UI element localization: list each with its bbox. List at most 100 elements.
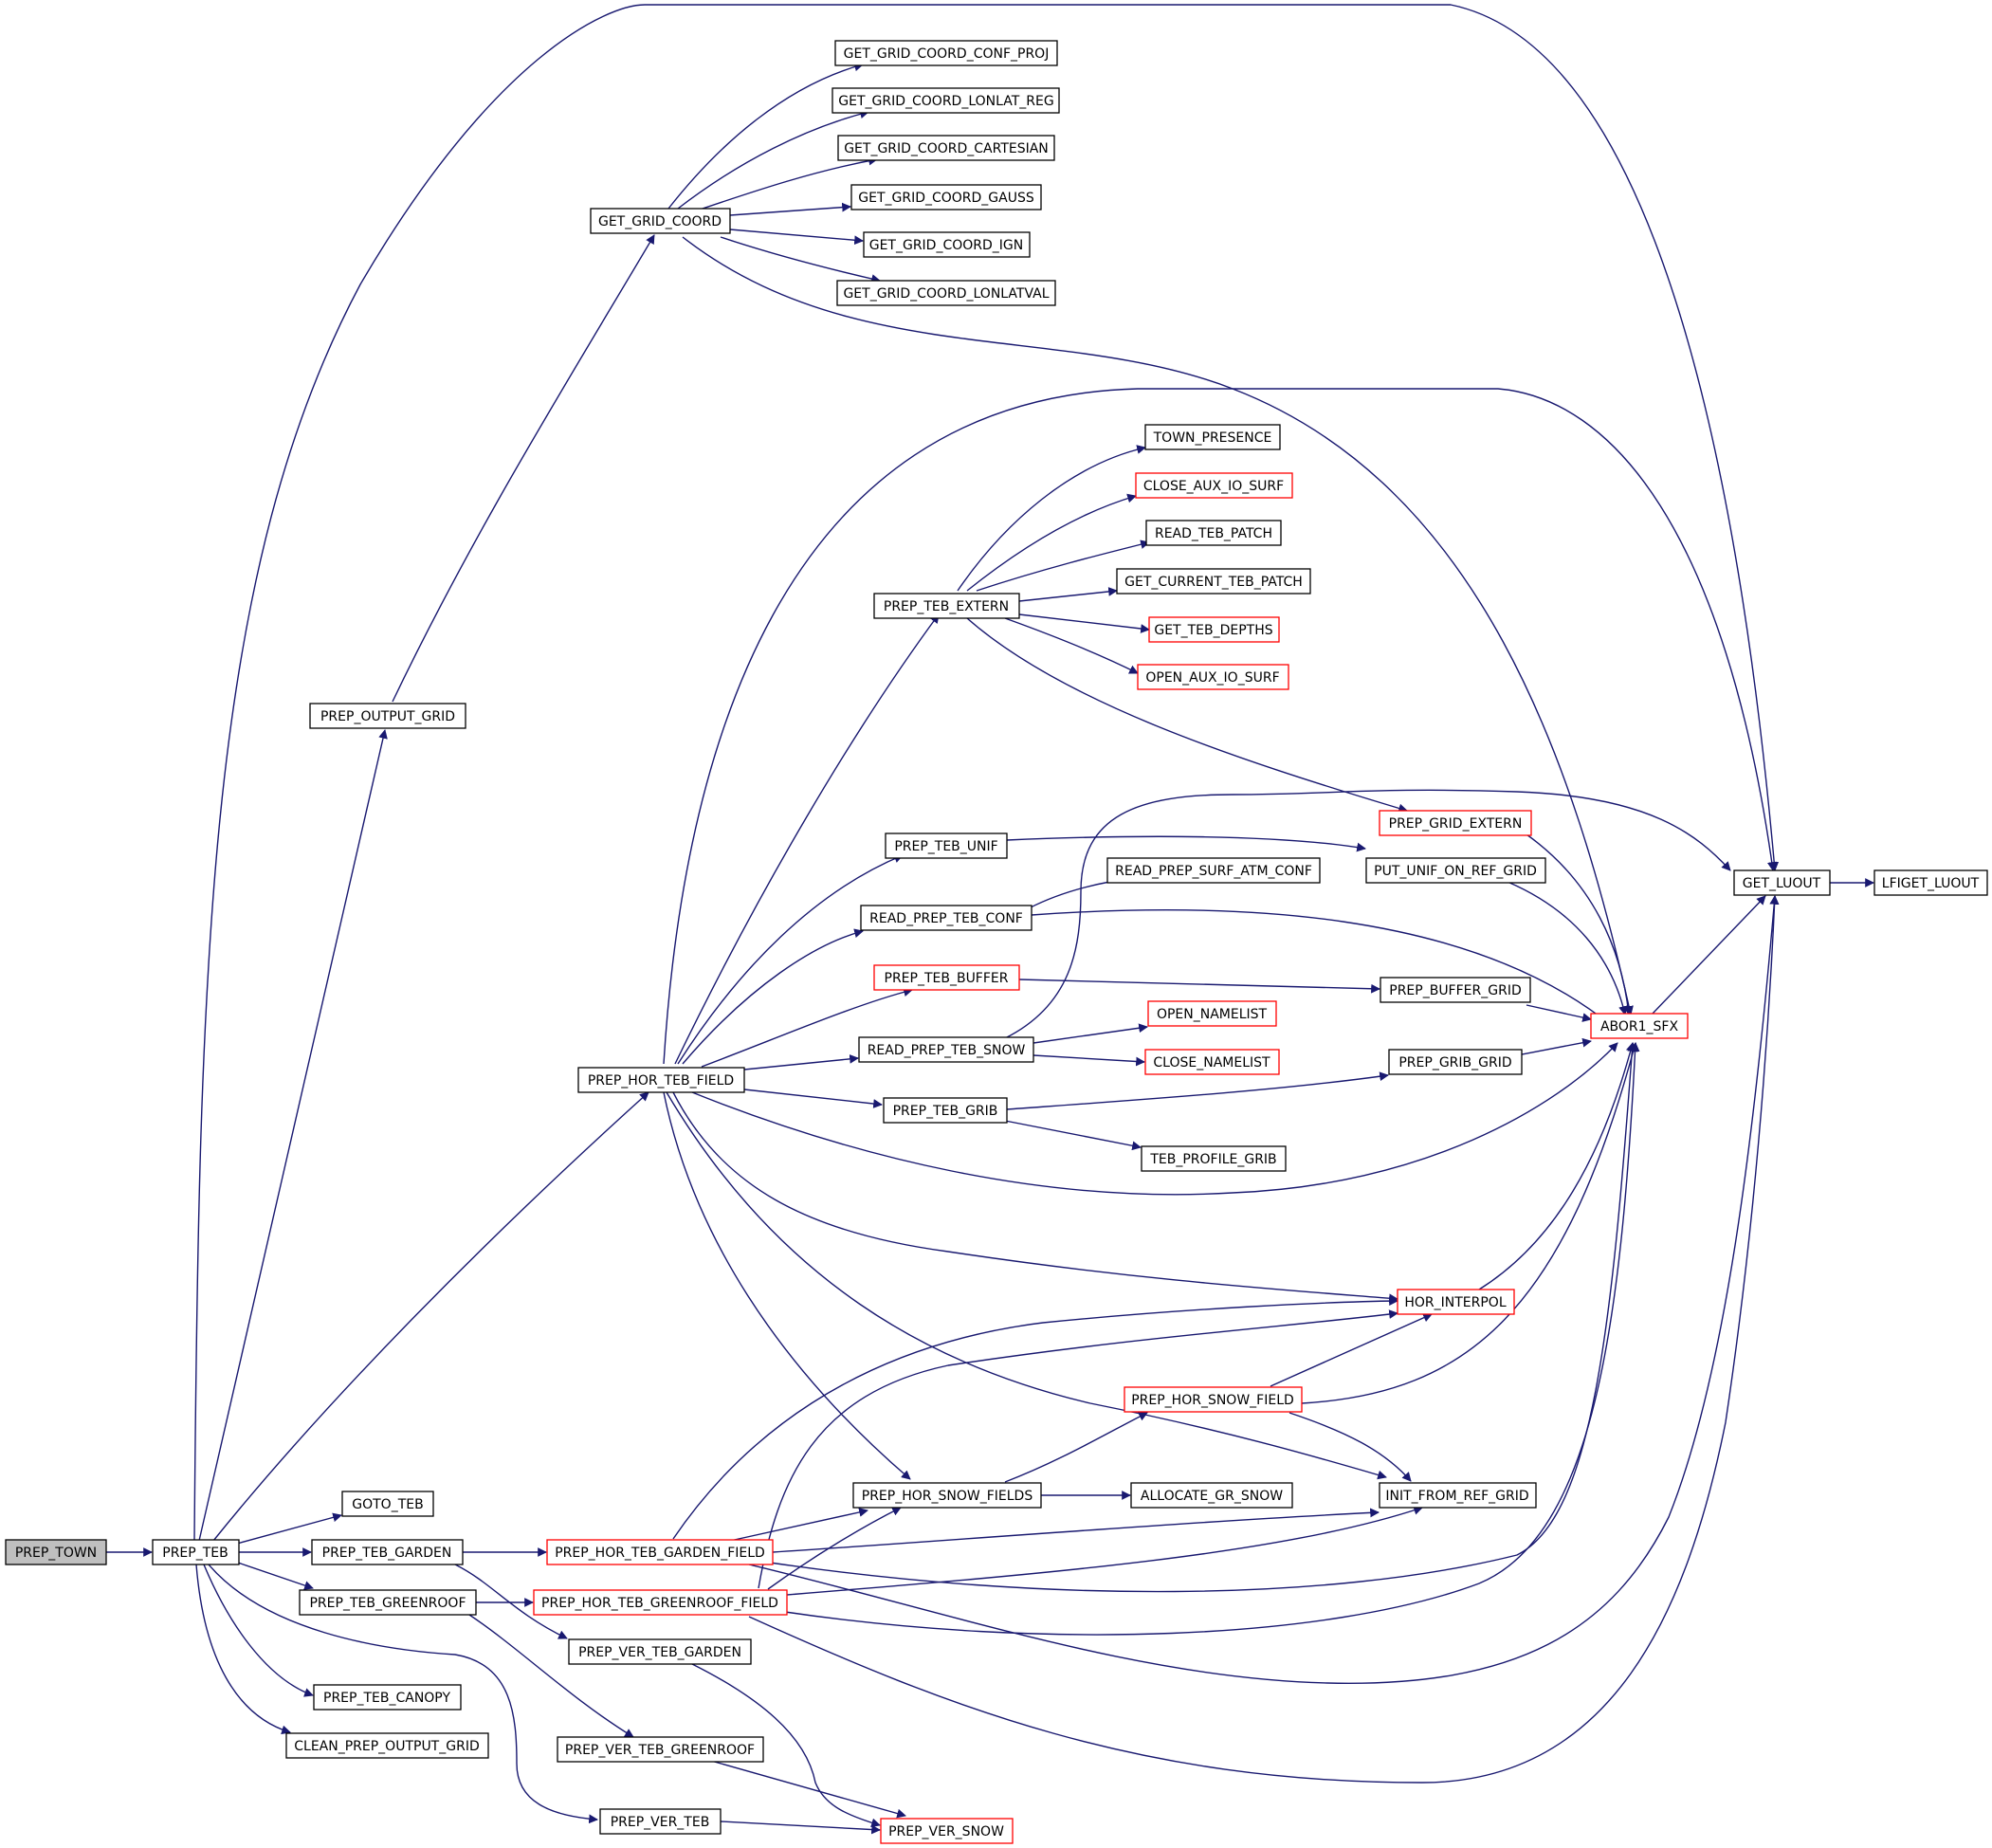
node-label: PREP_TEB (162, 1546, 228, 1561)
node-label: GET_CURRENT_TEB_PATCH (1124, 575, 1303, 590)
node-prep-teb-extern[interactable]: PREP_TEB_EXTERN (873, 593, 1020, 619)
node-open-aux-io-surf[interactable]: OPEN_AUX_IO_SURF (1137, 664, 1289, 690)
node-abor1-sfx[interactable]: ABOR1_SFX (1590, 1013, 1689, 1039)
node-get-grid-coord-cartesian[interactable]: GET_GRID_COORD_CARTESIAN (837, 135, 1055, 161)
edge-get-grid-coord-to-cartesian (696, 156, 878, 211)
edge-put-unif-on-ref-grid-to-abor1-sfx (1507, 881, 1628, 1015)
node-label: PREP_GRID_EXTERN (1389, 816, 1523, 832)
edge-greenroof-field-to-hor-interpol (758, 1309, 1398, 1589)
node-lfiget-luout[interactable]: LFIGET_LUOUT (1873, 869, 1988, 896)
edge-garden-field-to-init-from-ref-grid (772, 1508, 1380, 1553)
node-label: CLEAN_PREP_OUTPUT_GRID (294, 1739, 479, 1754)
edge-prep-teb-extern-to-close-aux-io-surf (966, 493, 1137, 592)
node-get-teb-depths[interactable]: GET_TEB_DEPTHS (1148, 616, 1280, 643)
node-prep-hor-snow-field[interactable]: PREP_HOR_SNOW_FIELD (1124, 1386, 1303, 1413)
node-goto-teb[interactable]: GOTO_TEB (341, 1491, 434, 1517)
node-prep-teb-grib[interactable]: PREP_TEB_GRIB (883, 1097, 1008, 1124)
edge-prep-teb-to-prep-hor-teb-field (212, 1091, 649, 1542)
node-get-grid-coord-ign[interactable]: GET_GRID_COORD_IGN (863, 231, 1031, 258)
node-prep-ver-teb-greenroof[interactable]: PREP_VER_TEB_GREENROOF (557, 1736, 764, 1763)
node-label: GET_GRID_COORD_CONF_PROJ (844, 46, 1050, 62)
node-prep-teb-unif[interactable]: PREP_TEB_UNIF (885, 833, 1008, 859)
node-get-grid-coord-conf-proj[interactable]: GET_GRID_COORD_CONF_PROJ (834, 40, 1058, 66)
node-get-grid-coord-lonlat-reg[interactable]: GET_GRID_COORD_LONLAT_REG (832, 87, 1060, 114)
edge-prep-hor-teb-field-to-abor1-sfx (691, 1042, 1618, 1196)
edge-prep-grid-extern-to-abor1-sfx (1526, 833, 1633, 1015)
node-get-luout[interactable]: GET_LUOUT (1733, 869, 1831, 896)
node-put-unif-on-ref-grid[interactable]: PUT_UNIF_ON_REF_GRID (1365, 857, 1546, 884)
node-label: PREP_VER_TEB (611, 1815, 710, 1830)
edge-prep-teb-to-prep-output-grid (198, 729, 388, 1542)
node-prep-output-grid[interactable]: PREP_OUTPUT_GRID (309, 703, 466, 729)
node-get-current-teb-patch[interactable]: GET_CURRENT_TEB_PATCH (1116, 568, 1311, 595)
node-close-aux-io-surf[interactable]: CLOSE_AUX_IO_SURF (1135, 472, 1293, 499)
node-allocate-gr-snow[interactable]: ALLOCATE_GR_SNOW (1130, 1482, 1293, 1509)
node-label: READ_PREP_SURF_ATM_CONF (1115, 864, 1312, 879)
node-get-grid-coord-lonlatval[interactable]: GET_GRID_COORD_LONLATVAL (836, 280, 1056, 306)
node-label: PREP_BUFFER_GRID (1389, 983, 1521, 998)
node-prep-buffer-grid[interactable]: PREP_BUFFER_GRID (1380, 977, 1531, 1003)
edge-prep-teb-grib-to-prep-grib-grid (1006, 1071, 1389, 1110)
edge-prep-hor-teb-field-to-get-luout (663, 388, 1777, 1065)
node-label: PREP_GRIB_GRID (1398, 1055, 1511, 1070)
node-label: PREP_VER_TEB_GARDEN (578, 1645, 741, 1660)
node-prep-hor-teb-greenroof-field[interactable]: PREP_HOR_TEB_GREENROOF_FIELD (533, 1589, 788, 1616)
node-read-prep-teb-conf[interactable]: READ_PREP_TEB_CONF (860, 905, 1033, 931)
node-close-namelist[interactable]: CLOSE_NAMELIST (1144, 1049, 1280, 1075)
node-get-grid-coord-gauss[interactable]: GET_GRID_COORD_GAUSS (850, 184, 1042, 210)
edge-prep-teb-extern-to-read-teb-patch (976, 540, 1150, 592)
edge-prep-hor-teb-field-to-prep-teb-extern (674, 613, 940, 1065)
edge-get-grid-coord-to-abor1-sfx (682, 236, 1634, 1015)
edge-prep-hor-teb-field-to-prep-teb-unif (677, 853, 904, 1065)
node-label: PREP_HOR_TEB_GREENROOF_FIELD (541, 1596, 778, 1611)
node-prep-ver-teb-garden[interactable]: PREP_VER_TEB_GARDEN (568, 1638, 752, 1665)
node-get-grid-coord[interactable]: GET_GRID_COORD (590, 208, 731, 234)
node-read-prep-teb-snow[interactable]: READ_PREP_TEB_SNOW (858, 1036, 1034, 1063)
node-prep-teb-garden[interactable]: PREP_TEB_GARDEN (311, 1539, 464, 1565)
node-label: READ_PREP_TEB_SNOW (868, 1043, 1026, 1058)
edge-prep-teb-to-prep-ver-teb (208, 1564, 598, 1824)
node-label: TOWN_PRESENCE (1153, 430, 1272, 446)
node-hor-interpol[interactable]: HOR_INTERPOL (1397, 1289, 1515, 1315)
node-label: GET_GRID_COORD_CARTESIAN (844, 141, 1049, 156)
node-label: PREP_VER_TEB_GREENROOF (565, 1743, 755, 1758)
node-read-prep-surf-atm-conf[interactable]: READ_PREP_SURF_ATM_CONF (1106, 857, 1321, 884)
nodes: PREP_TOWN PREP_TEB PREP_OUTPUT_GRID GET_… (5, 40, 1988, 1844)
node-prep-hor-snow-fields[interactable]: PREP_HOR_SNOW_FIELDS (852, 1482, 1042, 1509)
node-prep-ver-teb[interactable]: PREP_VER_TEB (599, 1808, 722, 1835)
node-prep-hor-teb-field[interactable]: PREP_HOR_TEB_FIELD (577, 1067, 745, 1093)
node-label: PREP_TEB_EXTERN (884, 599, 1009, 614)
edge-read-prep-teb-conf-to-abor1-sfx (1031, 908, 1613, 1027)
edge-abor1-sfx-to-get-luout (1651, 895, 1766, 1015)
node-label: PREP_TEB_BUFFER (885, 971, 1009, 986)
node-prep-ver-snow[interactable]: PREP_VER_SNOW (880, 1818, 1014, 1844)
node-label: PREP_OUTPUT_GRID (320, 709, 455, 724)
node-prep-grid-extern[interactable]: PREP_GRID_EXTERN (1379, 810, 1532, 836)
edge-prep-hor-snow-fields-to-prep-hor-snow-field (1004, 1412, 1148, 1483)
node-label: GET_GRID_COORD_LONLATVAL (843, 286, 1049, 302)
node-read-teb-patch[interactable]: READ_TEB_PATCH (1145, 520, 1282, 546)
node-init-from-ref-grid[interactable]: INIT_FROM_REF_GRID (1379, 1482, 1537, 1509)
edge-prep-output-grid-to-get-grid-coord (392, 234, 655, 703)
node-teb-profile-grib[interactable]: TEB_PROFILE_GRIB (1141, 1145, 1287, 1172)
edge-read-prep-teb-snow-to-get-luout (1004, 789, 1731, 1039)
node-prep-teb-canopy[interactable]: PREP_TEB_CANOPY (313, 1684, 462, 1711)
node-label: ALLOCATE_GR_SNOW (1141, 1489, 1283, 1504)
node-prep-town[interactable]: PREP_TOWN (5, 1539, 107, 1565)
node-prep-teb-buffer[interactable]: PREP_TEB_BUFFER (873, 964, 1020, 991)
node-town-presence[interactable]: TOWN_PRESENCE (1144, 424, 1281, 450)
node-open-namelist[interactable]: OPEN_NAMELIST (1147, 1000, 1277, 1027)
node-prep-hor-teb-garden-field[interactable]: PREP_HOR_TEB_GARDEN_FIELD (546, 1539, 774, 1565)
edge-garden-field-to-abor1-sfx (769, 1042, 1637, 1593)
node-prep-teb-greenroof[interactable]: PREP_TEB_GREENROOF (299, 1589, 477, 1616)
node-label: GET_GRID_COORD_IGN (869, 238, 1024, 253)
node-label: PREP_TEB_UNIF (894, 839, 997, 854)
edge-prep-teb-to-goto-teb (236, 1512, 342, 1545)
node-prep-teb[interactable]: PREP_TEB (152, 1539, 240, 1565)
edge-prep-teb-garden-to-prep-ver-teb-garden (454, 1564, 568, 1639)
edge-prep-teb-grib-to-teb-profile-grib (1004, 1120, 1142, 1151)
node-prep-grib-grid[interactable]: PREP_GRIB_GRID (1388, 1049, 1523, 1075)
edge-prep-teb-extern-to-get-teb-depths (1018, 613, 1150, 633)
node-clean-prep-output-grid[interactable]: CLEAN_PREP_OUTPUT_GRID (285, 1732, 489, 1759)
node-label: GET_TEB_DEPTHS (1154, 623, 1272, 638)
